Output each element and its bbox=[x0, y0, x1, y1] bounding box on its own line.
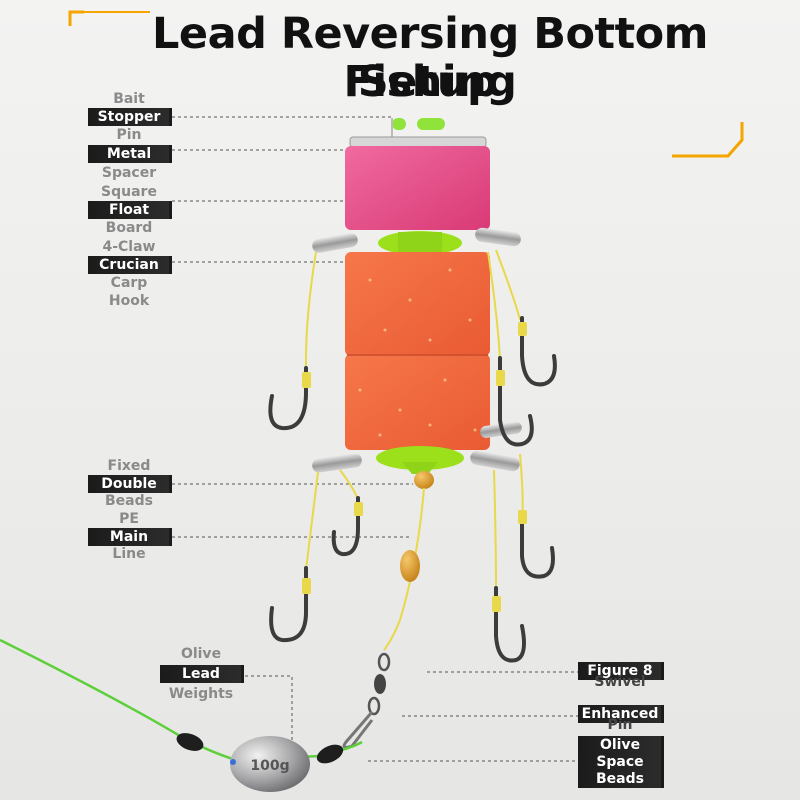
olive-lead-weight-icon bbox=[230, 736, 310, 792]
label-metal-spacer-line1: Metal bbox=[88, 145, 172, 163]
label-hook-line1: 4-Claw bbox=[102, 239, 156, 255]
label-pe-line2: Main bbox=[88, 528, 172, 546]
page-title-line-1: Lead Reversing Bottom Fishing bbox=[152, 9, 708, 107]
label-olive-space-line2: Space bbox=[578, 753, 664, 771]
label-square-float-line2: Float bbox=[88, 201, 172, 219]
label-bait-line3: Pin bbox=[116, 127, 142, 143]
label-pe-line3: Line bbox=[112, 546, 146, 562]
corner-bracket-top-left-icon bbox=[68, 10, 150, 26]
label-pe-line1: PE bbox=[119, 511, 139, 527]
bait-stopper-pin-icon bbox=[391, 118, 445, 140]
label-olive-space-line1: Olive bbox=[578, 736, 664, 754]
crucian-carp-hooks bbox=[268, 316, 557, 663]
olive-bead-right-icon bbox=[316, 744, 344, 764]
label-metal-spacer-line2: Spacer bbox=[101, 165, 157, 181]
label-bait-line1: Bait bbox=[113, 91, 145, 107]
square-float-board-orange-lower bbox=[345, 354, 490, 450]
label-enhanced-pin-line1: Enhanced bbox=[578, 705, 664, 723]
page-title-line-2: Setup bbox=[357, 57, 498, 107]
metal-spacer-icon bbox=[349, 136, 487, 148]
label-fixed-beads-line1: Fixed bbox=[107, 458, 151, 474]
label-olive-lead-line3: Weights bbox=[168, 686, 234, 702]
enhanced-pin-icon bbox=[342, 711, 374, 749]
label-hook-line3: Carp bbox=[110, 275, 148, 291]
leader-lines bbox=[172, 116, 578, 762]
olive-bead-left-icon bbox=[176, 733, 204, 751]
corner-bracket-right-icon bbox=[672, 122, 744, 158]
label-swivel-line1: Figure 8 bbox=[578, 662, 664, 680]
label-enhanced-pin-line2: Pin bbox=[607, 717, 633, 733]
hook-wraps bbox=[302, 322, 527, 612]
hook-lines bbox=[304, 249, 524, 651]
label-swivel-line2: Swivel bbox=[594, 674, 646, 690]
label-hook-line2: Crucian bbox=[88, 256, 172, 274]
figure-8-swivel-icon bbox=[367, 652, 391, 716]
label-bait-line2: Stopper bbox=[88, 108, 172, 126]
label-square-float-line1: Square bbox=[101, 184, 157, 200]
square-float-board-orange-upper bbox=[345, 252, 490, 356]
label-fixed-beads-line2: Double bbox=[88, 475, 172, 493]
olive-space-bead-icon bbox=[400, 550, 420, 582]
label-hook-line4: Hook bbox=[108, 293, 150, 309]
upper-hook-arms bbox=[312, 227, 521, 255]
weight-label: 100g bbox=[250, 758, 289, 774]
label-olive-space-line3: Beads bbox=[578, 770, 664, 788]
label-fixed-beads-line3: Beads bbox=[105, 493, 153, 509]
square-float-board-pink bbox=[345, 146, 490, 230]
fixed-double-beads-icon bbox=[414, 471, 434, 489]
label-olive-lead-line1: Olive bbox=[180, 646, 222, 662]
label-square-float-line3: Board bbox=[105, 220, 153, 236]
label-olive-lead-line2: Lead bbox=[160, 665, 244, 683]
